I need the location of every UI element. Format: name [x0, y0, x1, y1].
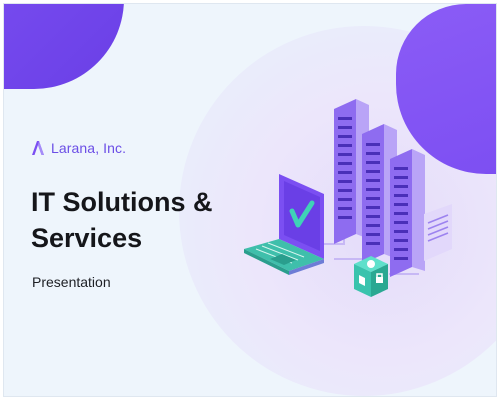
- company-name: Larana, Inc.: [51, 140, 127, 156]
- title-line-2: Services: [31, 223, 143, 253]
- presentation-slide: Larana, Inc. IT Solutions & Services Pre…: [3, 3, 497, 397]
- server-rack-icon: [334, 99, 452, 277]
- it-illustration: [244, 99, 452, 297]
- company-logo: Larana, Inc.: [31, 140, 126, 156]
- check-icon: [289, 200, 315, 228]
- slide-title: IT Solutions & Services: [31, 184, 241, 256]
- security-cube-icon: [354, 256, 388, 297]
- larana-logo-icon: [32, 141, 44, 155]
- title-line-1: IT Solutions &: [31, 187, 213, 217]
- corner-decoration: [4, 4, 124, 89]
- laptop-icon: [244, 174, 324, 275]
- slide-subtitle: Presentation: [32, 274, 111, 290]
